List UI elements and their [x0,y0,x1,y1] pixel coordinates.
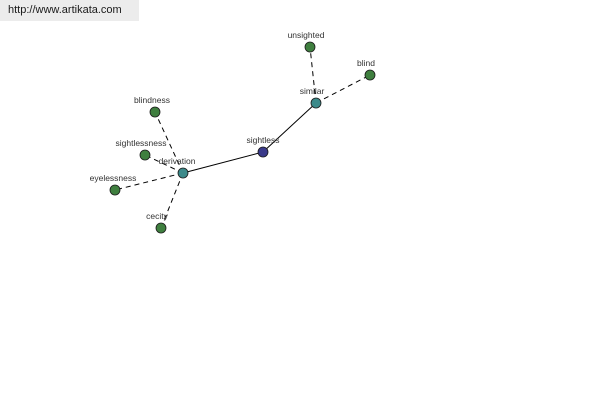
edge-derivation-cecity [160,172,184,229]
node-cecity[interactable] [155,222,167,234]
node-label-eyelessness: eyelessness [90,173,137,183]
node-label-sightlessness: sightlessness [115,138,166,148]
edge-derivation-blindness [154,111,184,174]
node-eyelessness[interactable] [109,184,121,196]
graph-nodes [109,41,376,234]
node-derivation[interactable] [177,167,189,179]
edge-derivation-eyelessness [114,172,184,191]
edge-derivation-sightlessness [144,154,184,174]
graph-labels: sightless similar derivation unsighted blind… [90,30,376,221]
source-url-banner[interactable]: http://www.artikata.com [0,0,139,21]
node-label-blind: blind [357,58,375,68]
node-label-cecity: cecity [146,211,168,221]
node-sightless[interactable] [257,146,269,158]
node-label-derivation: derivation [159,156,196,166]
node-label-blindness: blindness [134,95,170,105]
edge-similar-unsighted [309,46,317,104]
node-label-similar: similar [300,86,325,96]
edge-sightless-similar [262,102,317,153]
node-similar[interactable] [310,97,322,109]
node-sightlessness[interactable] [139,149,151,161]
edge-sightless-derivation [182,151,264,174]
source-url-text: http://www.artikata.com [8,4,122,16]
node-unsighted[interactable] [304,41,316,53]
graph-edges [114,46,371,229]
node-label-sightless: sightless [246,135,279,145]
node-label-unsighted: unsighted [288,30,325,40]
edge-similar-blind [315,74,371,104]
node-blindness[interactable] [149,106,161,118]
node-blind[interactable] [364,69,376,81]
